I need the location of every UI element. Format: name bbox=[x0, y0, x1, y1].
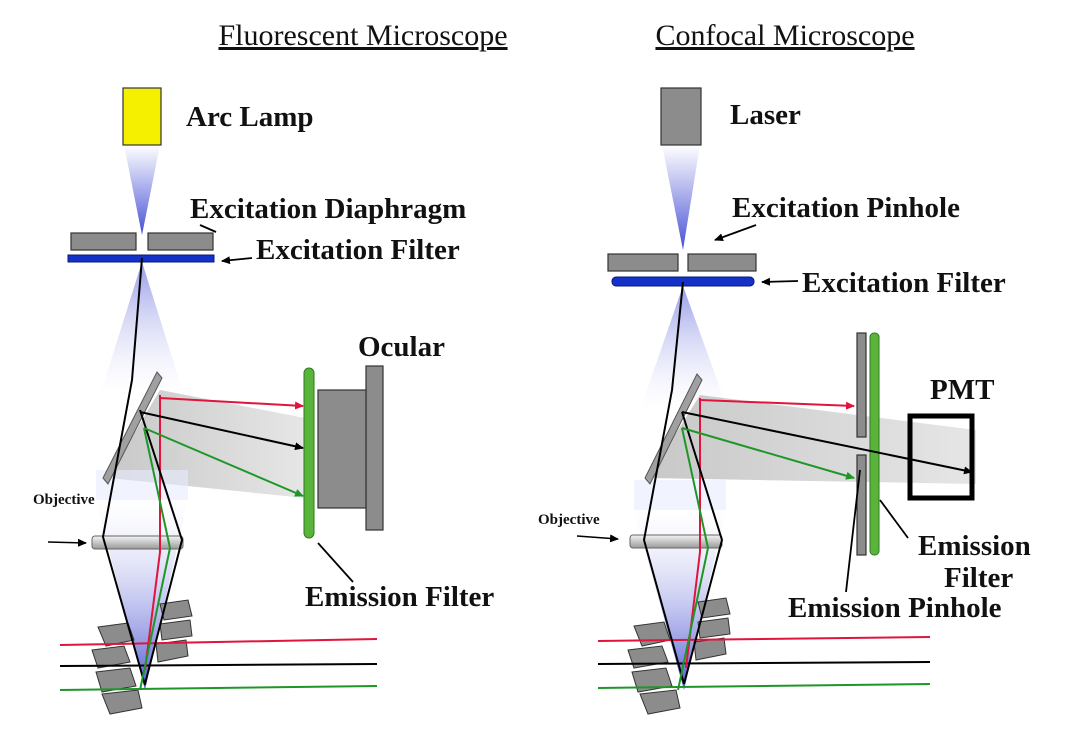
focal-plane-black bbox=[597, 661, 931, 665]
emission-ray-green-up bbox=[139, 427, 172, 691]
confocal-title: Confocal Microscope bbox=[655, 19, 914, 52]
excitation-light-cone bbox=[100, 262, 184, 395]
emission-filter-pointer bbox=[879, 499, 909, 539]
excitation-pinhole-left bbox=[607, 253, 679, 272]
excitation-filter-label: Excitation Filter bbox=[802, 267, 1006, 299]
emission-filter-label-line2: Filter bbox=[944, 562, 1013, 594]
emission-filter-label: Emission Filter bbox=[305, 581, 494, 613]
emission-ray-green bbox=[143, 427, 304, 497]
emission-ray-red-up bbox=[144, 395, 161, 671]
emission-ray-black bbox=[139, 411, 304, 451]
excitation-filter-pointer bbox=[221, 256, 253, 265]
excitation-diaphragm-right bbox=[147, 232, 214, 251]
emission-filter bbox=[303, 367, 315, 539]
emission-ray-black bbox=[681, 411, 973, 475]
excitation-ray bbox=[101, 257, 146, 686]
emission-pinhole-top bbox=[856, 332, 867, 438]
ocular-label: Ocular bbox=[358, 331, 445, 363]
emission-ray-red bbox=[699, 399, 855, 410]
specimen bbox=[91, 599, 193, 715]
diaphragm-pointer bbox=[199, 224, 217, 233]
arc-lamp-label: Arc Lamp bbox=[186, 101, 314, 133]
pmt-detector bbox=[907, 413, 975, 501]
focal-plane-black bbox=[59, 663, 378, 667]
emission-filter bbox=[869, 332, 880, 556]
excitation-filter-label: Excitation Filter bbox=[256, 234, 460, 266]
excitation-pinhole-label: Excitation Pinhole bbox=[732, 192, 960, 224]
excitation-diaphragm-label: Excitation Diaphragm bbox=[190, 193, 466, 225]
excitation-diaphragm-left bbox=[70, 232, 137, 251]
excitation-pinhole-pointer bbox=[714, 224, 757, 242]
focal-plane-red bbox=[597, 636, 931, 642]
pmt-label: PMT bbox=[930, 374, 994, 406]
excitation-ray bbox=[642, 281, 685, 685]
excitation-pinhole-right bbox=[687, 253, 757, 272]
objective-pointer bbox=[576, 534, 619, 543]
specimen bbox=[627, 597, 731, 715]
lamp-light-cone bbox=[124, 145, 160, 235]
fluorescent-title: Fluorescent Microscope bbox=[218, 19, 507, 52]
objective-haze bbox=[96, 470, 188, 500]
laser-label: Laser bbox=[730, 99, 801, 131]
emission-ray-black-up bbox=[139, 409, 184, 685]
laser-source bbox=[660, 87, 702, 146]
emission-ray-red bbox=[159, 397, 304, 410]
ocular-body bbox=[317, 389, 367, 509]
fluorescent-microscope: Fluorescent Microscope Arc Lamp Excitati… bbox=[33, 19, 508, 715]
objective-light-cone bbox=[634, 510, 726, 690]
focal-plane-red bbox=[59, 638, 378, 646]
objective-haze bbox=[634, 480, 726, 510]
objective-label: Objective bbox=[33, 492, 95, 508]
excitation-light-cone bbox=[640, 286, 728, 410]
objective-pointer bbox=[47, 538, 87, 547]
emission-ray-black-up bbox=[681, 411, 724, 685]
arc-lamp bbox=[122, 87, 162, 146]
confocal-microscope: Confocal Microscope Laser Excitation Pin… bbox=[538, 19, 1031, 715]
emission-filter-label-line1: Emission bbox=[918, 530, 1031, 562]
ocular-eyepiece-rim bbox=[365, 365, 384, 531]
emission-ray-green-up bbox=[677, 427, 710, 691]
focal-plane-green bbox=[597, 683, 931, 689]
emission-filter-pointer bbox=[317, 542, 354, 583]
emission-pinhole-pointer bbox=[845, 469, 861, 593]
emission-pinhole-label: Emission Pinhole bbox=[788, 592, 1002, 624]
objective-label: Objective bbox=[538, 512, 600, 528]
focal-plane-green bbox=[59, 685, 378, 691]
emission-pinhole-bottom bbox=[856, 454, 867, 556]
laser-light-cone bbox=[662, 145, 700, 250]
excitation-filter-pointer bbox=[761, 277, 799, 286]
emission-ray-green bbox=[681, 427, 855, 480]
